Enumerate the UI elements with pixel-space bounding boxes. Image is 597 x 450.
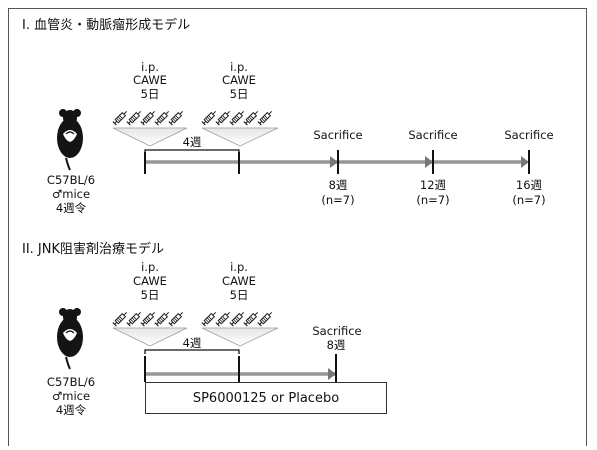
panel1-sacrifice-1-week: 8週 [316,179,360,192]
panel1-mouse-sex: ♂mice [36,188,106,201]
panel2-inj1-days: 5日 [128,289,172,302]
panel2-mouse-icon [57,308,83,369]
panel1-sacrifice-2-label: Sacrifice [401,129,465,142]
panel1-fan-2 [202,128,278,146]
panel1-sacrifice-2-n: (n=7) [409,194,457,207]
panel1-syringes-2 [202,110,274,126]
panel2-sacrifice-label: Sacrifice [305,325,369,338]
panel2-syringes-2 [202,311,274,327]
panel2-sacrifice-week: 8週 [314,339,358,352]
panel1-mouse-strain: C57BL/6 [36,174,106,187]
panel2-mouse-age: 4週令 [36,404,106,417]
panel1-sacrifice-1-n: (n=7) [314,194,362,207]
treatment-box: SP6000125 or Placebo [145,382,387,414]
panel2-interval-label: 4週 [174,337,210,350]
panel2-interval-brace [145,350,239,354]
panel1-inj1-agent: CAWE [124,74,176,87]
panel2-inj2-agent: CAWE [213,275,265,288]
panel1-title: I. 血管炎・動脈瘤形成モデル [22,14,190,33]
panel2-inj2-days: 5日 [217,289,261,302]
panel1-sacrifice-3-week: 16週 [506,179,552,192]
panel2-inj1-route: i.p. [128,261,172,274]
panel1-interval-brace [145,150,239,154]
panel1-sacrifice-3-label: Sacrifice [497,129,561,142]
panel1-sacrifice-2-week: 12週 [410,179,456,192]
panel2-syringes-1 [113,311,185,327]
panel2-fan-2 [202,328,278,346]
panel1-syringes-1 [113,110,185,126]
panel1-mouse-icon [57,109,83,170]
panel2-inj2-route: i.p. [217,261,261,274]
panel1-sacrifice-3-n: (n=7) [505,194,553,207]
panel1-interval-label: 4週 [174,136,210,149]
panel2-title: II. JNK阻害剤治療モデル [22,238,164,257]
panel2-inj1-agent: CAWE [124,275,176,288]
panel2-mouse-sex: ♂mice [36,390,106,403]
panel1-mouse-age: 4週令 [36,202,106,215]
panel1-inj2-agent: CAWE [213,74,265,87]
panel1-inj2-days: 5日 [217,88,261,101]
panel1-sacrifice-1-label: Sacrifice [306,129,370,142]
panel2-mouse-strain: C57BL/6 [36,376,106,389]
panel1-inj1-days: 5日 [128,88,172,101]
treatment-label: SP6000125 or Placebo [193,391,339,406]
